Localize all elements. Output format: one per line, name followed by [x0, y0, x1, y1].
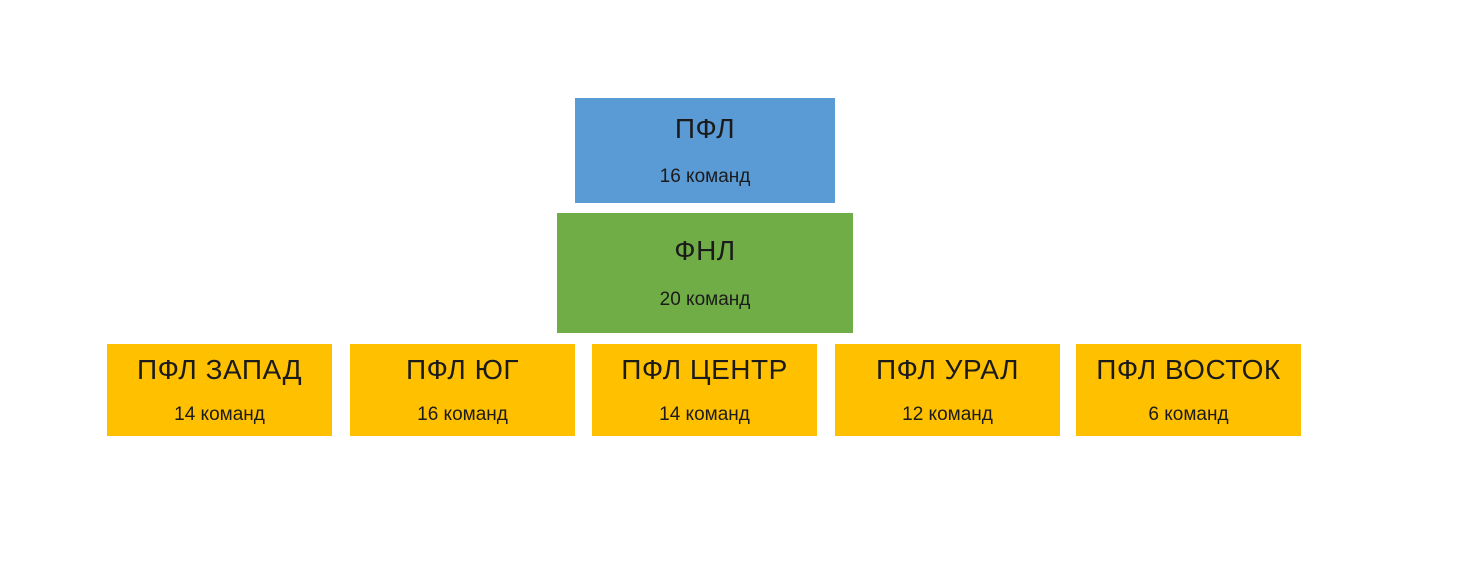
- node-fnl: ФНЛ 20 команд: [557, 213, 853, 333]
- node-pfl-zapad-title: ПФЛ ЗАПАД: [136, 354, 303, 386]
- node-pfl-top: ПФЛ 16 команд: [575, 98, 835, 203]
- node-pfl-zapad-team-count: 14 команд: [174, 403, 265, 425]
- node-pfl-vostok-team-count: 6 команд: [1148, 403, 1229, 425]
- node-pfl-ural-team-count: 12 команд: [902, 403, 993, 425]
- node-fnl-title: ФНЛ: [674, 235, 736, 267]
- node-pfl-vostok-title: ПФЛ ВОСТОК: [1096, 354, 1281, 386]
- node-pfl-centr-title: ПФЛ ЦЕНТР: [621, 354, 788, 386]
- node-pfl-centr-team-count: 14 команд: [659, 403, 750, 425]
- node-pfl-yug-team-count: 16 команд: [417, 403, 508, 425]
- node-pfl-top-team-count: 16 команд: [659, 166, 751, 188]
- node-pfl-centr: ПФЛ ЦЕНТР 14 команд: [592, 344, 817, 436]
- node-pfl-top-title: ПФЛ: [674, 112, 736, 144]
- node-pfl-zapad: ПФЛ ЗАПАД 14 команд: [107, 344, 332, 436]
- node-pfl-ural-title: ПФЛ УРАЛ: [876, 354, 1019, 386]
- node-fnl-team-count: 20 команд: [659, 288, 751, 310]
- node-pfl-yug: ПФЛ ЮГ 16 команд: [350, 344, 575, 436]
- node-pfl-yug-title: ПФЛ ЮГ: [405, 354, 520, 386]
- node-pfl-ural: ПФЛ УРАЛ 12 команд: [835, 344, 1060, 436]
- node-pfl-vostok: ПФЛ ВОСТОК 6 команд: [1076, 344, 1301, 436]
